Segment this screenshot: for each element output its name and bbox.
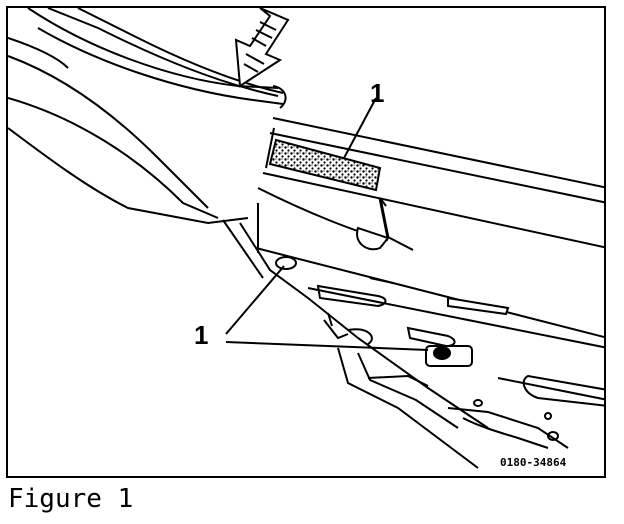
callout-leaders	[225, 97, 429, 351]
stippled-seal-area	[268, 138, 382, 192]
technical-illustration: 1 1 0180-34864	[6, 6, 606, 478]
trim-slots	[275, 256, 604, 441]
upper-frame-rail	[8, 8, 284, 219]
seal-strip	[8, 8, 287, 225]
down-arrow-icon	[234, 8, 290, 88]
clip-fastener	[356, 197, 414, 251]
callout-top-label: 1	[370, 78, 384, 108]
callout-bottom-label: 1	[194, 320, 208, 350]
lower-bracket	[307, 287, 604, 469]
body-panel	[222, 117, 604, 429]
part-number: 0180-34864	[500, 456, 567, 469]
figure-caption: Figure 1	[8, 484, 134, 514]
illustration-svg: 1 1 0180-34864	[8, 8, 604, 469]
